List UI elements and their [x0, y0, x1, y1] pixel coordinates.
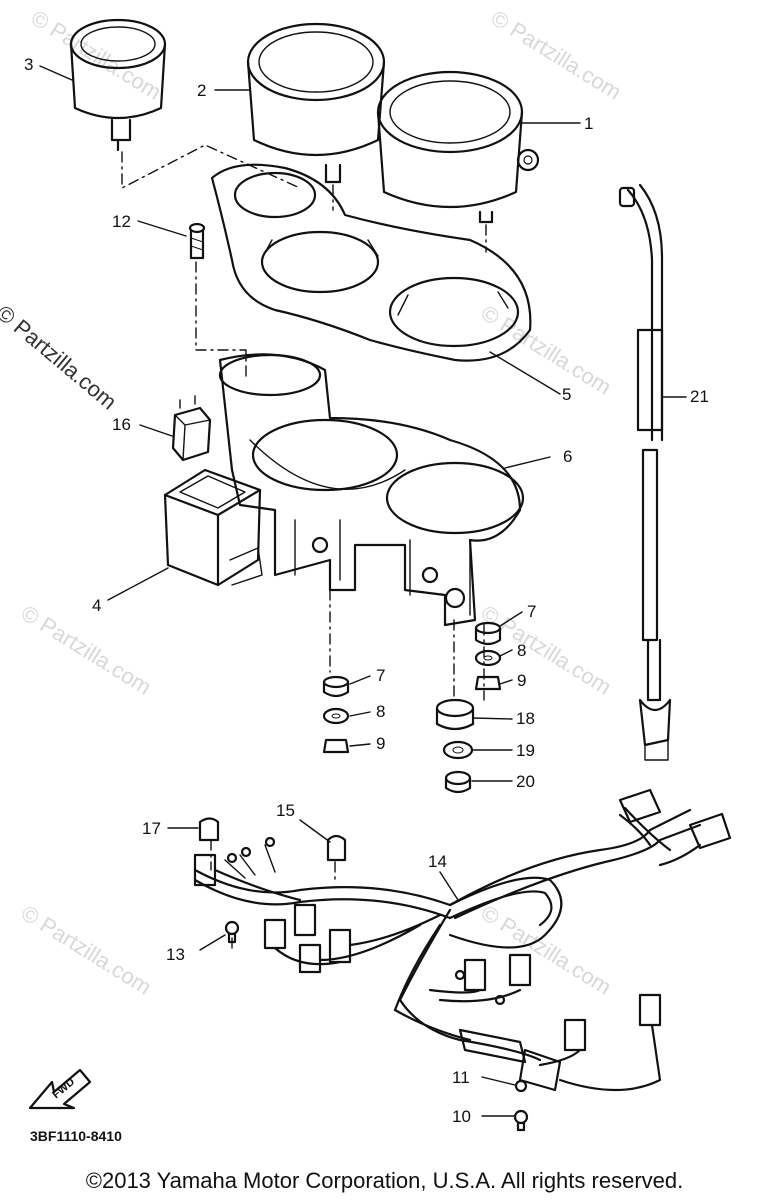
screw-part-12 [188, 222, 206, 260]
callout-9-left: 9 [376, 734, 385, 753]
callout-19: 19 [516, 741, 535, 760]
callout-6: 6 [563, 447, 572, 466]
callout-2: 2 [197, 81, 206, 100]
screw-part-11 [514, 1079, 528, 1093]
gauge-small-part-3 [69, 18, 167, 152]
callout-10: 10 [452, 1107, 471, 1126]
callout-18: 18 [516, 709, 535, 728]
callout-17: 17 [142, 819, 161, 838]
indicator-box-part-4 [163, 468, 263, 587]
copyright-notice: ©2013 Yamaha Motor Corporation, U.S.A. A… [85, 1168, 684, 1193]
nut-part-9-left [322, 738, 350, 754]
washer-part-8-right [474, 649, 502, 667]
relay-part-16 [171, 395, 212, 462]
callout-5: 5 [562, 385, 571, 404]
callout-14: 14 [428, 852, 447, 871]
fwd-arrow-icon [28, 1068, 92, 1110]
screw-part-10 [513, 1109, 529, 1132]
callout-4: 4 [92, 596, 101, 615]
grommet-part-7-right [474, 621, 502, 646]
callout-12: 12 [112, 212, 131, 231]
gauge-large-part-1 [376, 70, 540, 224]
callout-9-right: 9 [517, 671, 526, 690]
washer-part-8-left [322, 707, 350, 725]
callout-20: 20 [516, 772, 535, 791]
bulb-part-15 [326, 834, 347, 862]
callout-15: 15 [276, 801, 295, 820]
callout-7-right: 7 [527, 602, 536, 621]
callout-13: 13 [166, 945, 185, 964]
nut-part-9-right [474, 675, 502, 691]
meter-bracket-part-6 [218, 353, 525, 627]
bulb-part-17 [198, 817, 220, 842]
gauge-plate-part-5 [210, 163, 532, 362]
nut-part-20 [444, 770, 472, 794]
callout-1: 1 [584, 114, 593, 133]
callout-21: 21 [690, 387, 709, 406]
callout-7-left: 7 [376, 666, 385, 685]
grommet-part-7-left [322, 675, 350, 698]
damper-part-18 [435, 698, 475, 731]
speedometer-cable-part-21 [618, 183, 672, 761]
screw-part-13 [224, 920, 240, 944]
callout-16: 16 [112, 415, 131, 434]
gauge-large-part-2 [246, 22, 386, 184]
wire-harness-part-14 [193, 788, 732, 1092]
callout-3: 3 [24, 55, 33, 74]
diagram-code: 3BF1110-8410 [30, 1128, 122, 1144]
callout-8-left: 8 [376, 702, 385, 721]
collar-part-19 [442, 740, 474, 760]
callout-8-right: 8 [517, 641, 526, 660]
callout-11: 11 [452, 1068, 470, 1087]
